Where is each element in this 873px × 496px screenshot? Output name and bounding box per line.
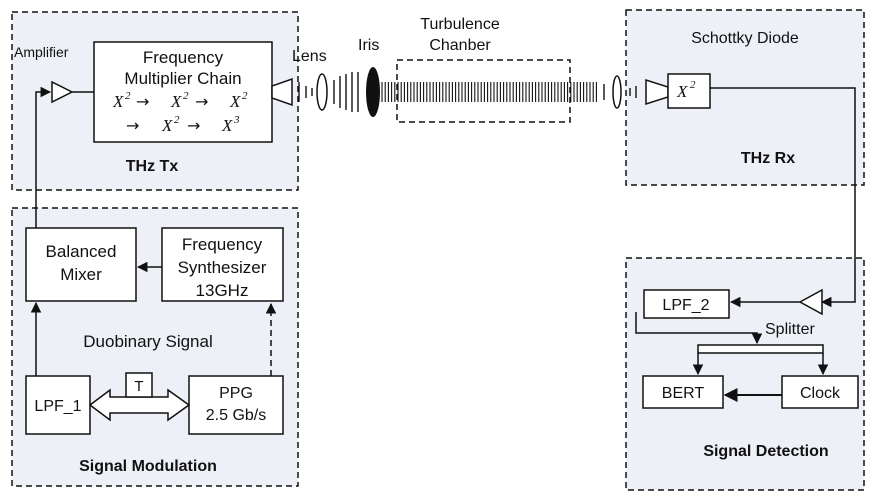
fmc-x-3: X (229, 92, 241, 111)
rx-x: X (676, 82, 688, 101)
amplifier-icon (51, 80, 74, 104)
detection-label: Signal Detection (703, 443, 828, 460)
splitter-label: Splitter (765, 321, 815, 338)
fmc-title-line2: Multiplier Chain (124, 69, 241, 88)
synth-label-2: Synthesizer (178, 258, 267, 277)
double-arrow-icon (88, 388, 191, 422)
lpf2-box (643, 289, 730, 319)
beam-lines-chamber (381, 82, 597, 102)
frequency-synthesizer-box (161, 227, 284, 302)
fmc-arrow-2: → (195, 92, 208, 111)
rx-amplifier-icon (798, 288, 823, 316)
beam-lines-right (603, 84, 637, 100)
splitter-bar (697, 344, 824, 354)
iris-label: Iris (358, 37, 379, 54)
lpf1-label: LPF_1 (34, 398, 81, 415)
lpf2-to-splitter-wire (635, 312, 763, 345)
t-delay-box (125, 372, 153, 398)
fmc-title-line1: Frequency (143, 48, 224, 67)
amplifier-label: Amplifier (14, 44, 69, 60)
mixer-to-amplifier-wire (35, 86, 52, 228)
lens-label: Lens (292, 48, 327, 65)
clock-box (781, 375, 859, 409)
rx-label: THz Rx (741, 150, 795, 167)
fmc-arrow-4: → (187, 116, 200, 135)
rx-to-detection-wire (710, 87, 856, 308)
fmc-x-2: X (170, 92, 182, 111)
duobinary-label: Duobinary Signal (83, 332, 212, 351)
rx-exp: 2 (690, 79, 696, 91)
t-delay-label: T (134, 378, 143, 395)
turbulence-label-line2: Chanber (429, 37, 491, 54)
frequency-multiplier-chain-box (93, 41, 273, 143)
fmc-arrow-1: → (136, 92, 149, 111)
tx-horn-icon (271, 77, 293, 107)
modulation-label: Signal Modulation (79, 458, 217, 475)
rx-lens-icon (612, 75, 622, 109)
fmc-exp-4: 2 (174, 114, 180, 126)
ppg-box (188, 375, 284, 435)
turbulence-label-line1: Turbulence (420, 16, 500, 33)
clock-label: Clock (800, 385, 841, 402)
tx-label: THz Tx (126, 158, 179, 175)
fmc-exp-2: 2 (183, 90, 189, 102)
synth-label-1: Frequency (182, 235, 263, 254)
schottky-detector-box (667, 73, 711, 109)
beam-lines-left (298, 72, 359, 112)
bert-box (642, 375, 724, 409)
fmc-exp-1: 2 (125, 90, 131, 102)
iris-icon (366, 67, 380, 117)
fmc-arrow-3: → (126, 116, 139, 135)
schottky-label: Schottky Diode (691, 30, 799, 47)
fmc-x-4: X (161, 116, 173, 135)
lens-icon (316, 73, 328, 111)
ppg-label-1: PPG (219, 385, 253, 402)
lpf2-label: LPF_2 (662, 297, 709, 314)
lpf1-box (25, 375, 91, 435)
fmc-exp-3: 2 (242, 90, 248, 102)
balanced-mixer-label-1: Balanced (46, 242, 117, 261)
turbulence-chamber (396, 59, 571, 123)
fmc-x-1: X (112, 92, 124, 111)
ppg-label-2: 2.5 Gb/s (206, 407, 266, 424)
balanced-mixer-box (25, 227, 137, 302)
bert-label: BERT (662, 385, 705, 402)
synth-label-3: 13GHz (196, 281, 249, 300)
fmc-exp-5: 3 (233, 114, 240, 126)
fmc-x-5: X (221, 116, 233, 135)
balanced-mixer-label-2: Mixer (60, 265, 102, 284)
